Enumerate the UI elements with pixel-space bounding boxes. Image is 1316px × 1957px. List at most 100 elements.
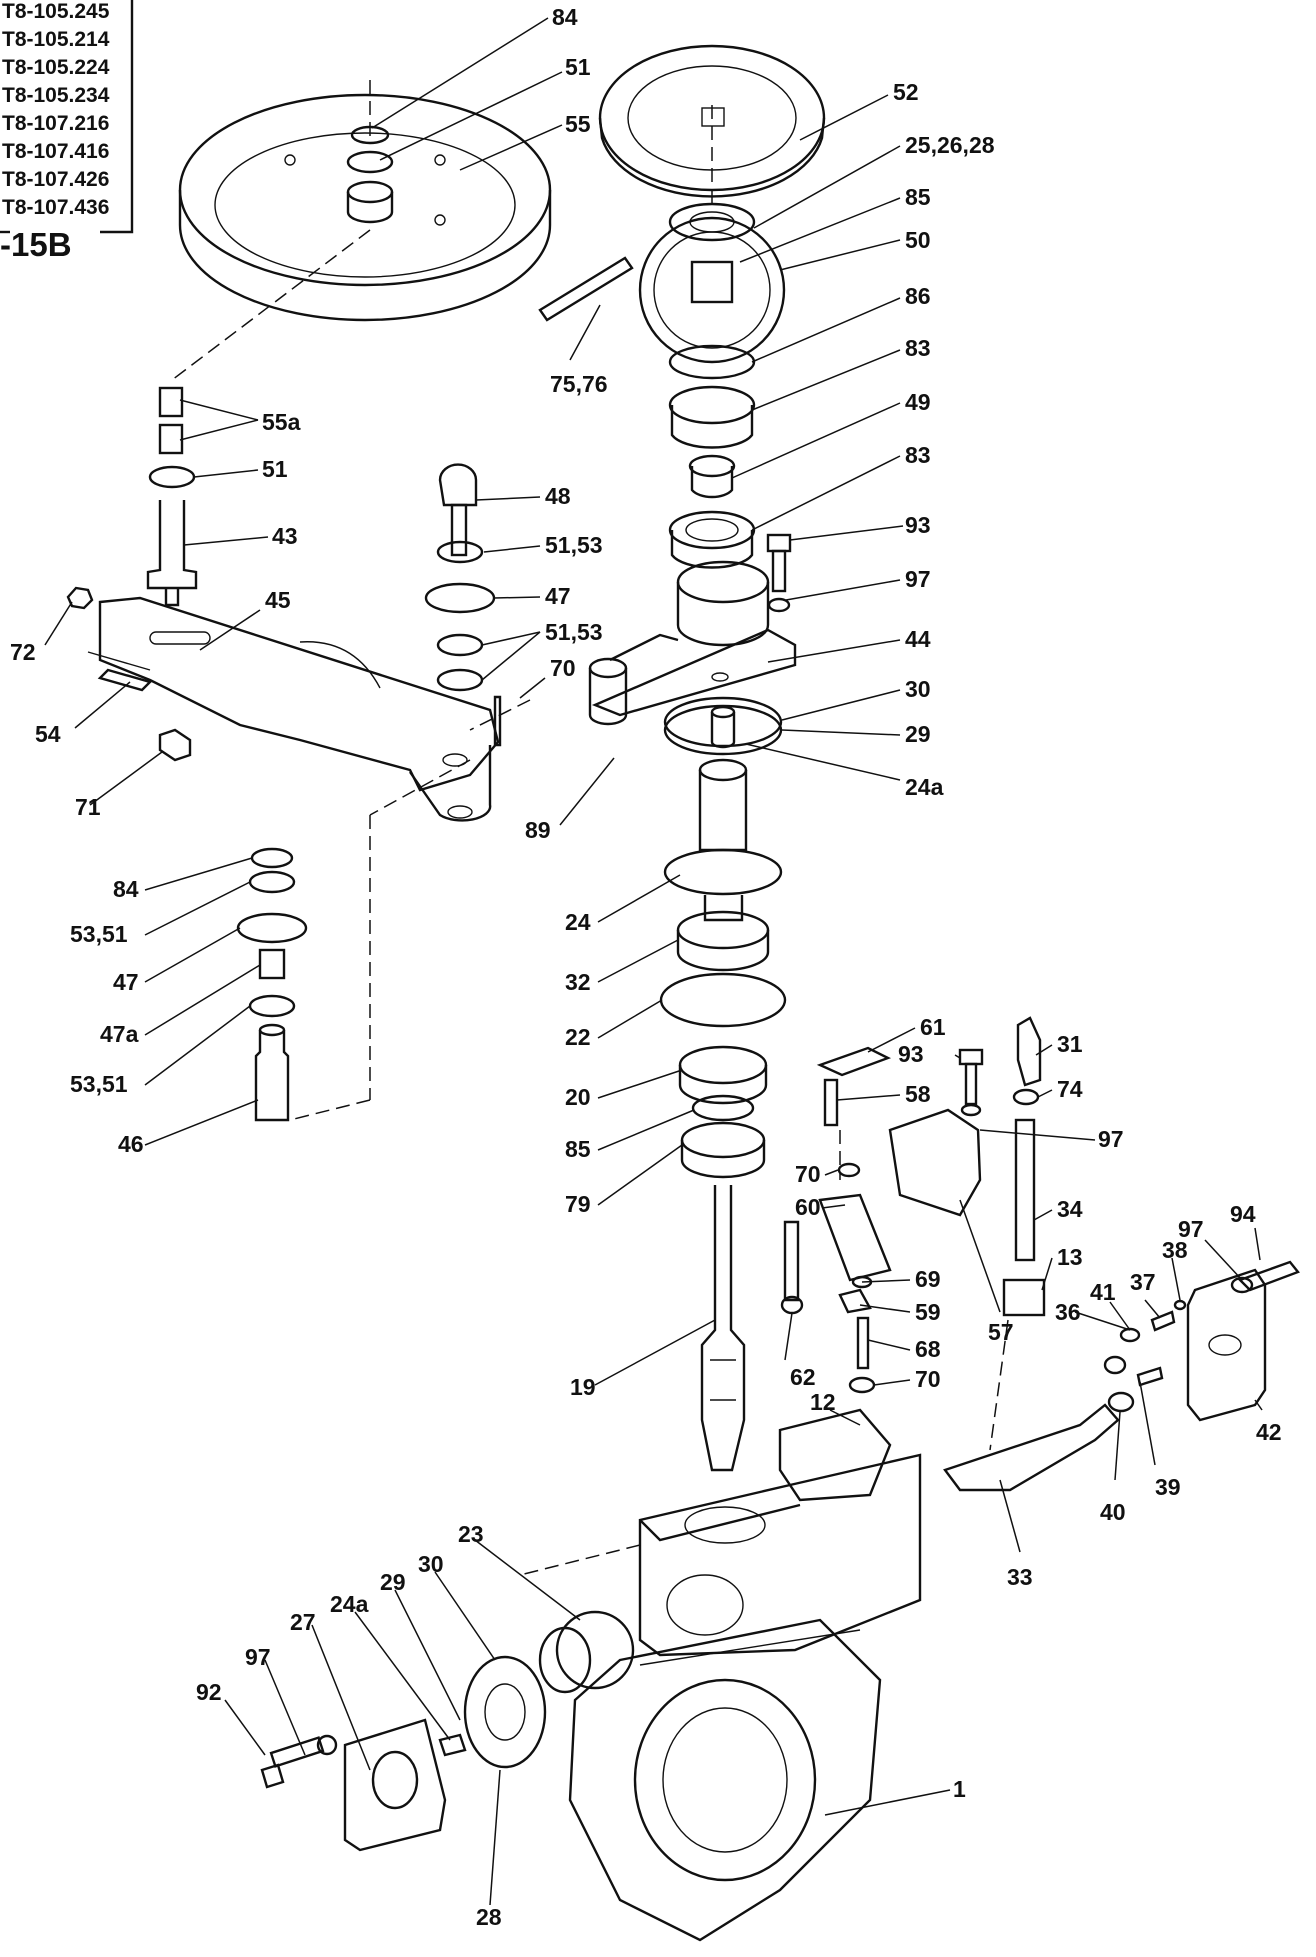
model-number: T8-105.245	[2, 0, 110, 23]
part-label: 30	[905, 676, 931, 702]
part-label: 24a	[330, 1591, 369, 1617]
part-label: 52	[893, 79, 919, 105]
part-labels: 84 51 55 52 25,26,28 85 50 86 75,76 83 5…	[10, 4, 1282, 1930]
part-label: 31	[1057, 1031, 1083, 1057]
part-label: 42	[1256, 1419, 1282, 1445]
part-label: 37	[1130, 1269, 1156, 1295]
part-label: 84	[113, 876, 139, 902]
part-label: 51,53	[545, 532, 603, 558]
model-box-border	[100, 0, 134, 234]
part-label: 93	[905, 512, 931, 538]
part-label: 30	[418, 1551, 444, 1577]
part-label: 97	[905, 566, 931, 592]
side-parts	[778, 1260, 1300, 1502]
model-number: T8-105.214	[2, 28, 110, 51]
model-number: T8-105.224	[2, 56, 110, 79]
part-label: 51	[565, 54, 591, 80]
pulley-55	[178, 93, 552, 322]
part-label: 94	[1230, 1201, 1256, 1227]
part-label: 89	[525, 817, 551, 843]
part-label: 46	[118, 1131, 144, 1157]
part-label: 55	[565, 111, 591, 137]
part-label: 70	[550, 655, 576, 681]
shaft-24	[659, 758, 787, 1179]
part-label: 38	[1162, 1237, 1188, 1263]
part-label: 44	[905, 626, 931, 652]
part-label: 74	[1057, 1076, 1083, 1102]
part-label: 86	[905, 283, 931, 309]
part-label: 69	[915, 1266, 941, 1292]
part-label: 29	[380, 1569, 406, 1595]
part-label: 12	[810, 1389, 836, 1415]
part-label: 83	[905, 442, 931, 468]
part-label: 49	[905, 389, 931, 415]
leader-lines	[44, 17, 1263, 1906]
part-label: 45	[265, 587, 291, 613]
part-label: 51,53	[545, 619, 603, 645]
part-label: 1	[953, 1776, 966, 1802]
part-label: 57	[988, 1319, 1014, 1345]
part-label: 54	[35, 721, 61, 747]
figure-number: -15B	[0, 226, 72, 263]
center-column-parts	[638, 202, 786, 569]
part-label: 50	[905, 227, 931, 253]
model-number: T8-107.416	[2, 140, 109, 163]
bolt-93	[766, 533, 792, 613]
sprocket-47-upper	[424, 463, 496, 692]
part-label: 79	[565, 1191, 591, 1217]
part-label: 23	[458, 1521, 484, 1547]
part-label: 85	[565, 1136, 591, 1162]
part-label: 93	[898, 1041, 924, 1067]
part-label: 53,51	[70, 1071, 128, 1097]
part-label: 55a	[262, 409, 301, 435]
pin-43-column	[146, 386, 198, 607]
shaft-19	[700, 1185, 746, 1472]
part-label: 33	[1007, 1564, 1033, 1590]
model-list: T8-105.245 T8-105.214 T8-105.224 T8-105.…	[0, 0, 134, 263]
part-label: 60	[795, 1194, 821, 1220]
part-label: 34	[1057, 1196, 1083, 1222]
part-label: 36	[1055, 1299, 1081, 1325]
part-label: 68	[915, 1336, 941, 1362]
part-label: 29	[905, 721, 931, 747]
part-label: 75,76	[550, 371, 608, 397]
part-label: 72	[10, 639, 36, 665]
part-label: 84	[552, 4, 578, 30]
chain-75	[299, 256, 634, 689]
ring-30	[663, 696, 783, 756]
part-label: 70	[915, 1366, 941, 1392]
part-label: 24	[565, 909, 591, 935]
sprocket-47-lower	[236, 847, 308, 1122]
part-label: 59	[915, 1299, 941, 1325]
lever-45	[98, 596, 500, 822]
part-label: 13	[1057, 1244, 1083, 1270]
model-number: T8-105.234	[2, 84, 110, 107]
part-label: 58	[905, 1081, 931, 1107]
gearbox-1	[568, 1453, 922, 1942]
part-label: 20	[565, 1084, 591, 1110]
part-label: 97	[1098, 1126, 1124, 1152]
nut-bolt-left	[66, 586, 502, 762]
part-label: 22	[565, 1024, 591, 1050]
part-label: 32	[565, 969, 591, 995]
part-label: 47	[545, 583, 571, 609]
part-label: 19	[570, 1374, 596, 1400]
part-label: 41	[1090, 1279, 1116, 1305]
part-label: 85	[905, 184, 931, 210]
part-label: 47	[113, 969, 139, 995]
part-label: 83	[905, 335, 931, 361]
part-label: 71	[75, 794, 101, 820]
part-label: 39	[1155, 1474, 1181, 1500]
part-label: 97	[1178, 1216, 1204, 1242]
part-label: 48	[545, 483, 571, 509]
part-label: 61	[920, 1014, 946, 1040]
part-label: 24a	[905, 774, 944, 800]
model-number: T8-107.436	[2, 196, 109, 219]
part-label: 43	[272, 523, 298, 549]
side-gear-assembly	[260, 1610, 635, 1852]
model-number: T8-107.426	[2, 168, 109, 191]
part-label: 47a	[100, 1021, 139, 1047]
arm-44	[588, 560, 797, 726]
part-label: 40	[1100, 1499, 1126, 1525]
